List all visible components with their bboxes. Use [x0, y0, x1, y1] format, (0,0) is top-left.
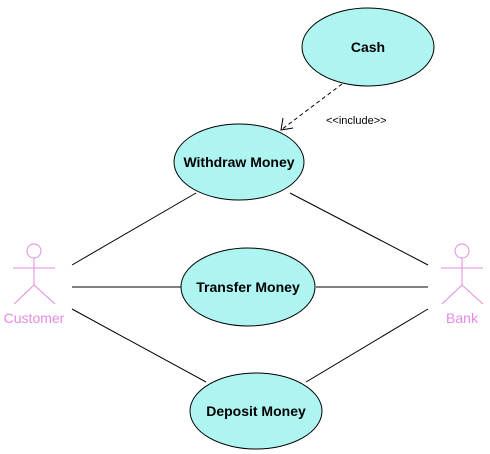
use-case-cash-label: Cash	[351, 39, 385, 55]
use-case-transfer-money-ellipse	[180, 247, 316, 327]
association-customer-deposit	[71, 308, 207, 383]
actor-bank-icon	[441, 243, 484, 305]
association-bank-deposit	[305, 308, 429, 383]
association-customer-withdraw	[71, 192, 197, 266]
actor-bank-label: Bank	[446, 310, 479, 326]
include-relation-line	[280, 83, 343, 131]
use-case-deposit-money-ellipse	[189, 372, 323, 450]
use-case-withdraw-money[interactable]: Withdraw Money	[173, 123, 305, 201]
use-case-deposit-money[interactable]: Deposit Money	[189, 372, 323, 450]
actor-customer-label: Customer	[4, 310, 65, 326]
include-stereotype-label: <<include>>	[326, 115, 387, 127]
actor-customer[interactable]: Customer	[4, 243, 65, 326]
actor-customer-icon	[13, 243, 56, 305]
association-bank-withdraw	[289, 192, 429, 266]
use-case-cash[interactable]: Cash	[301, 7, 435, 87]
actor-bank[interactable]: Bank	[441, 243, 484, 326]
use-case-deposit-money-label: Deposit Money	[206, 403, 306, 419]
include-arrowhead	[280, 117, 294, 131]
use-case-transfer-money[interactable]: Transfer Money	[180, 247, 316, 327]
use-case-cash-ellipse	[301, 7, 435, 87]
use-case-withdraw-money-label: Withdraw Money	[183, 154, 294, 170]
use-case-withdraw-money-ellipse	[173, 123, 305, 201]
use-case-transfer-money-label: Transfer Money	[196, 279, 300, 295]
